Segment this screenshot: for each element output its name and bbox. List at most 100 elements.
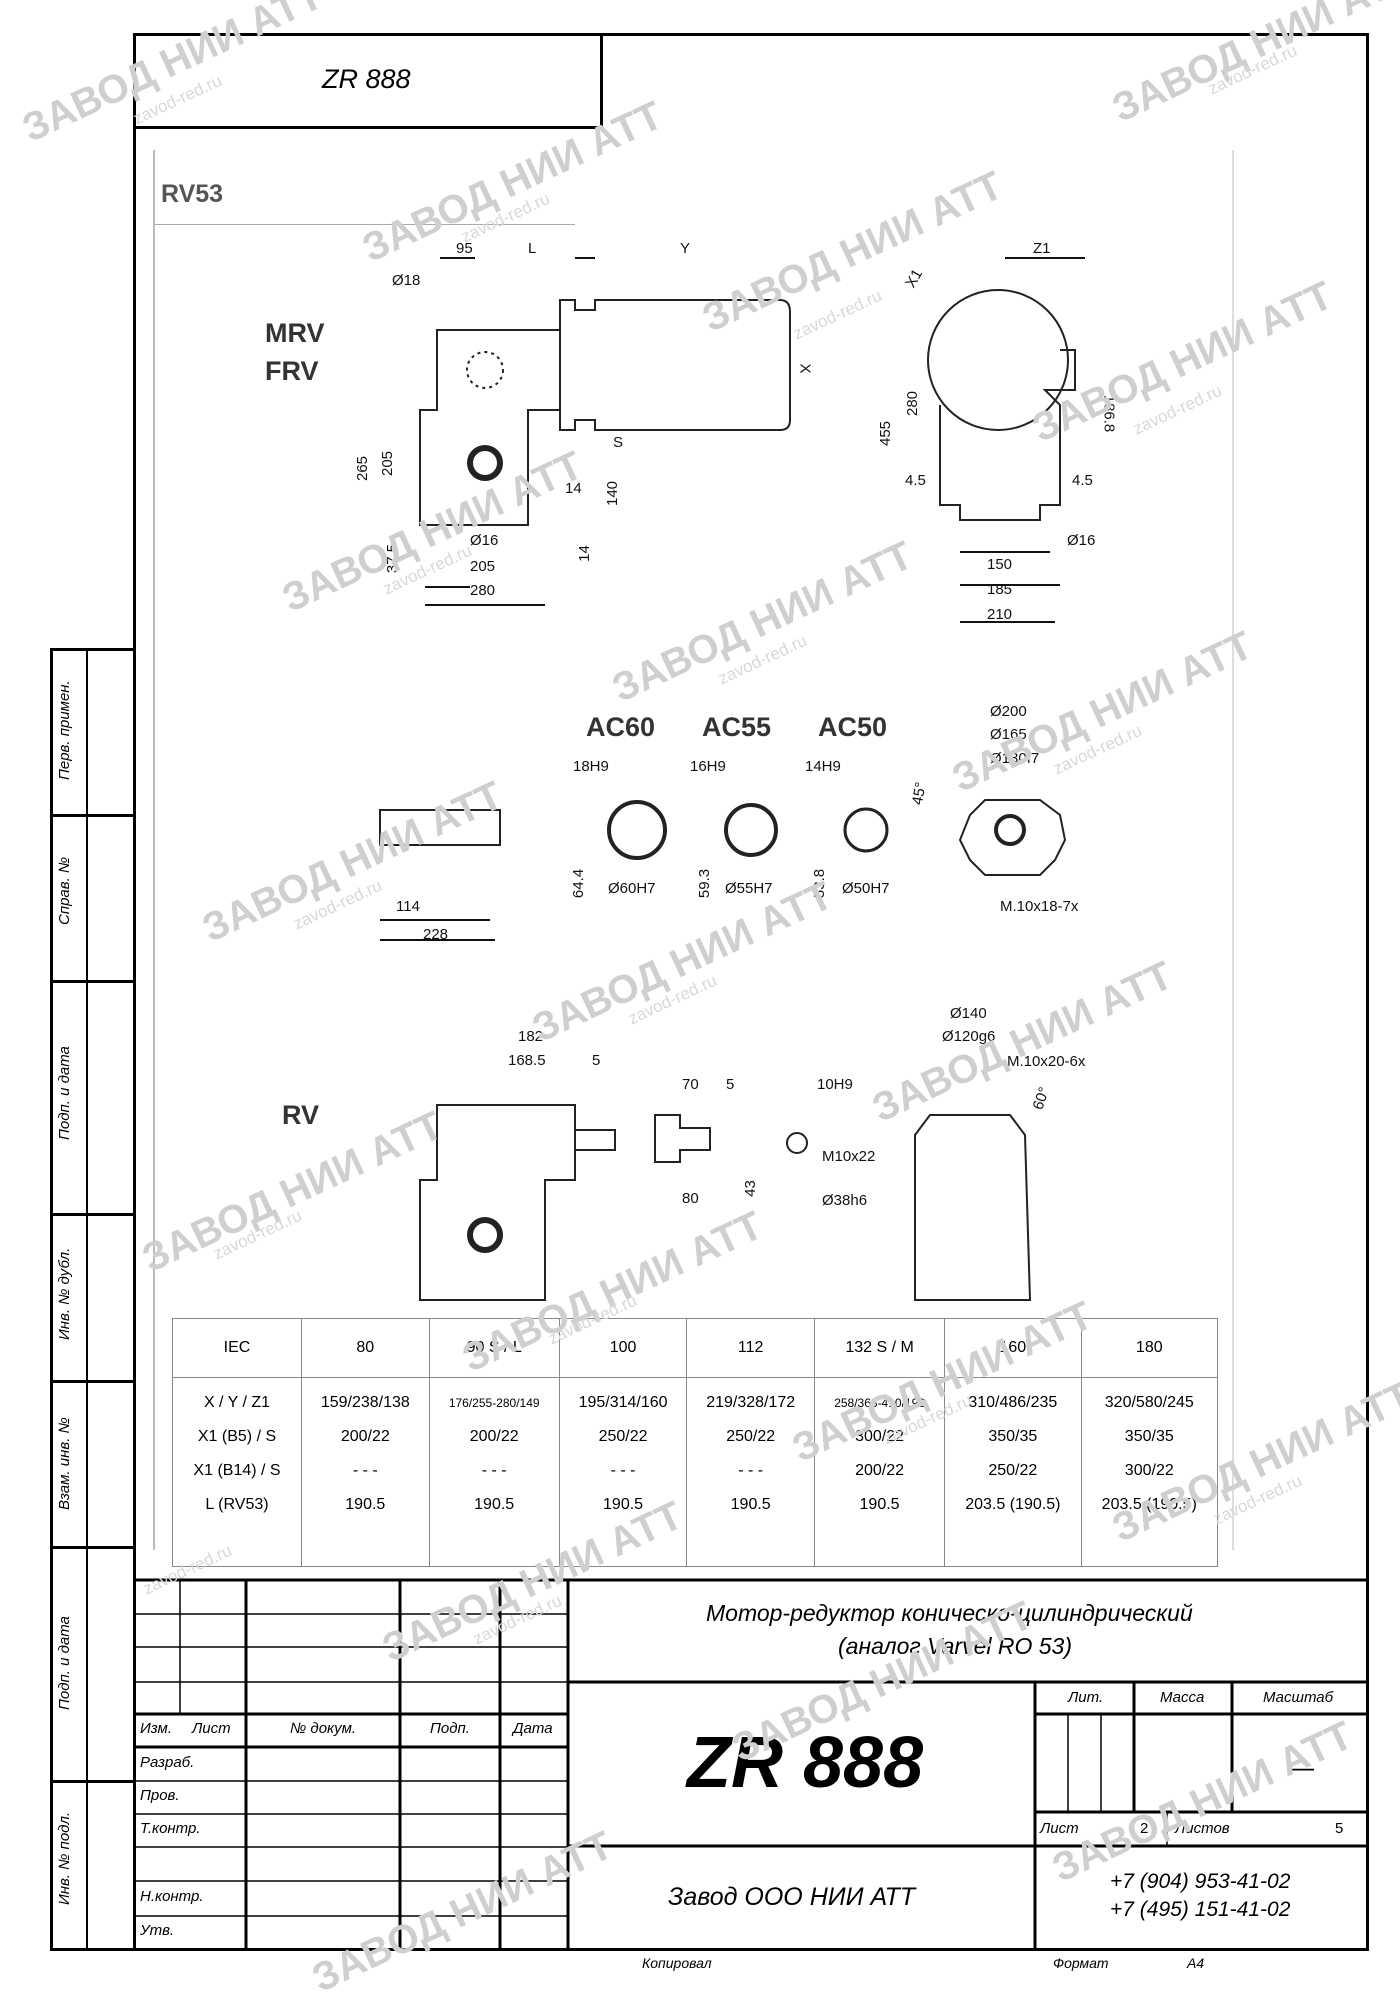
spec-col-112: 219/328/172 250/22 - - - 190.5 — [686, 1377, 815, 1567]
dim-O120: Ø120g6 — [942, 1028, 996, 1045]
phone1: +7 (904) 953-41-02 — [1110, 1870, 1291, 1893]
mrv-output-bore — [467, 445, 503, 481]
dim-70: 70 — [682, 1076, 699, 1093]
lit-label: Лит. — [1068, 1689, 1104, 1706]
ac60-hub — [607, 800, 667, 860]
shaft — [379, 809, 501, 846]
dim-m10x22: M10x22 — [822, 1148, 876, 1165]
spec-col-132: 258/368-410/192 300/22 200/22 190.5 — [813, 1377, 946, 1567]
spec-header-180: 180 — [1080, 1318, 1219, 1378]
scan-area — [153, 150, 1234, 1550]
left-strip-divider — [86, 648, 88, 1951]
spec-row-labels: X / Y / Z1 X1 (B5) / S X1 (B14) / S L (R… — [172, 1377, 302, 1567]
top-label: ZR 888 — [322, 64, 411, 94]
dim-114: 114 — [396, 898, 420, 915]
row-tkontr: Т.контр. — [140, 1820, 201, 1837]
spec-cell: 203.5 (190.5) — [1101, 1496, 1197, 1513]
spec-cell: 219/328/172 — [706, 1394, 796, 1411]
dim-O50: Ø50H7 — [842, 880, 890, 897]
massa-label: Масса — [1160, 1689, 1205, 1706]
spec-cell: - - - — [352, 1462, 378, 1479]
ac50-label: AC50 — [818, 712, 888, 742]
spec-col-180: 320/580/245 350/35 300/22 203.5 (190.5) — [1080, 1377, 1219, 1567]
spec-col-90: 176/255-280/149 200/22 - - - 190.5 — [428, 1377, 560, 1567]
dim-80: 80 — [682, 1190, 699, 1207]
dim-Y: Y — [680, 240, 691, 257]
rv-output-bore — [467, 1217, 503, 1253]
dim-L: L — [528, 240, 537, 257]
spec-cell: 250/22 — [988, 1462, 1038, 1479]
rv-label: RV — [282, 1100, 320, 1130]
sheet-label: Лист — [1040, 1820, 1079, 1837]
spec-cell: 350/35 — [988, 1428, 1038, 1445]
dim-O18: Ø18 — [392, 272, 421, 289]
spec-cell: 190.5 — [474, 1496, 515, 1513]
dim-205h: 205 — [470, 558, 496, 575]
organization: Завод ООО НИИ АТТ — [668, 1883, 916, 1911]
row-nkontr: Н.контр. — [140, 1888, 204, 1905]
spec-col-80: 159/238/138 200/22 - - - 190.5 — [301, 1377, 430, 1567]
spec-cell: 195/314/160 — [578, 1394, 668, 1411]
format-label: Формат — [1053, 1955, 1109, 1971]
col-doc: № докум. — [290, 1720, 357, 1737]
spec-header-160: 160 — [944, 1318, 1082, 1378]
spec-cell: 176/255-280/149 — [448, 1396, 540, 1410]
spec-cell: - - - — [481, 1462, 507, 1479]
section-underline — [155, 224, 575, 225]
col-izm: Изм. — [140, 1720, 172, 1737]
dim-280h: 280 — [470, 582, 496, 599]
flange-outline — [958, 799, 1067, 876]
description-line1: Мотор-редуктор коническо-цилиндрический — [706, 1600, 1193, 1626]
spec-header-row: IEC 80 90 S / L 100 112 132 S / M 160 18… — [172, 1318, 1219, 1378]
spec-label: L (RV53) — [205, 1496, 269, 1513]
spec-cell: 203.5 (190.5) — [965, 1496, 1061, 1513]
sheets-label: Листов — [1175, 1820, 1230, 1837]
rv-keyway — [786, 1132, 808, 1154]
rv-front-housing — [914, 1114, 1032, 1301]
dim-45b: 4.5 — [1072, 472, 1093, 489]
spec-table: IEC 80 90 S / L 100 112 132 S / M 160 18… — [172, 1318, 1219, 1567]
mrv-flange-circle — [466, 351, 504, 389]
spec-label: X1 (B14) / S — [193, 1462, 281, 1479]
dim-10h9: 10H9 — [817, 1076, 853, 1093]
sheets-value: 5 — [1335, 1820, 1344, 1837]
dim-m10x18: M.10x18-7x — [1000, 898, 1079, 915]
dim-O165: Ø165 — [990, 726, 1027, 743]
left-strip-sep — [50, 1380, 136, 1383]
section-title: RV53 — [161, 180, 224, 208]
dim-16h9: 16H9 — [690, 758, 726, 775]
masshtab-value: — — [1288, 1752, 1314, 1782]
spec-cell: 300/22 — [855, 1428, 905, 1445]
dim-O60: Ø60H7 — [608, 880, 656, 897]
left-strip-sep — [50, 1546, 136, 1549]
ac60-label: AC60 — [586, 712, 656, 742]
dim-O16a: Ø16 — [470, 532, 499, 549]
rv-shaft-detail — [654, 1114, 711, 1163]
col-data: Дата — [513, 1720, 553, 1737]
spec-cell: 258/368-410/192 — [834, 1396, 925, 1410]
mrv-label: MRV — [265, 318, 325, 348]
front-motor-circle — [927, 289, 1069, 431]
left-strip-sep — [50, 980, 136, 983]
copied-label: Копировал — [642, 1955, 712, 1971]
sheet-value: 2 — [1140, 1820, 1149, 1837]
col-list: Лист — [192, 1720, 231, 1737]
dim-O200: Ø200 — [990, 703, 1027, 720]
dim-185: 185 — [987, 581, 1013, 598]
designation: ZR 888 — [687, 1723, 924, 1803]
phone2: +7 (495) 151-41-02 — [1110, 1898, 1291, 1921]
left-strip-sep — [50, 814, 136, 817]
ac55-hub — [724, 803, 778, 857]
spec-cell: 200/22 — [469, 1428, 519, 1445]
front-housing — [939, 349, 1076, 521]
spec-col-160: 310/486/235 350/35 250/22 203.5 (190.5) — [944, 1377, 1082, 1567]
dim-18h9: 18H9 — [573, 758, 609, 775]
masshtab-label: Масштаб — [1263, 1689, 1334, 1706]
dim-45a: 4.5 — [905, 472, 926, 489]
spec-cell: 250/22 — [726, 1428, 776, 1445]
format-value: A4 — [1187, 1955, 1205, 1971]
spec-cell: 200/22 — [340, 1428, 390, 1445]
dim-O130: Ø130f7 — [990, 750, 1040, 767]
